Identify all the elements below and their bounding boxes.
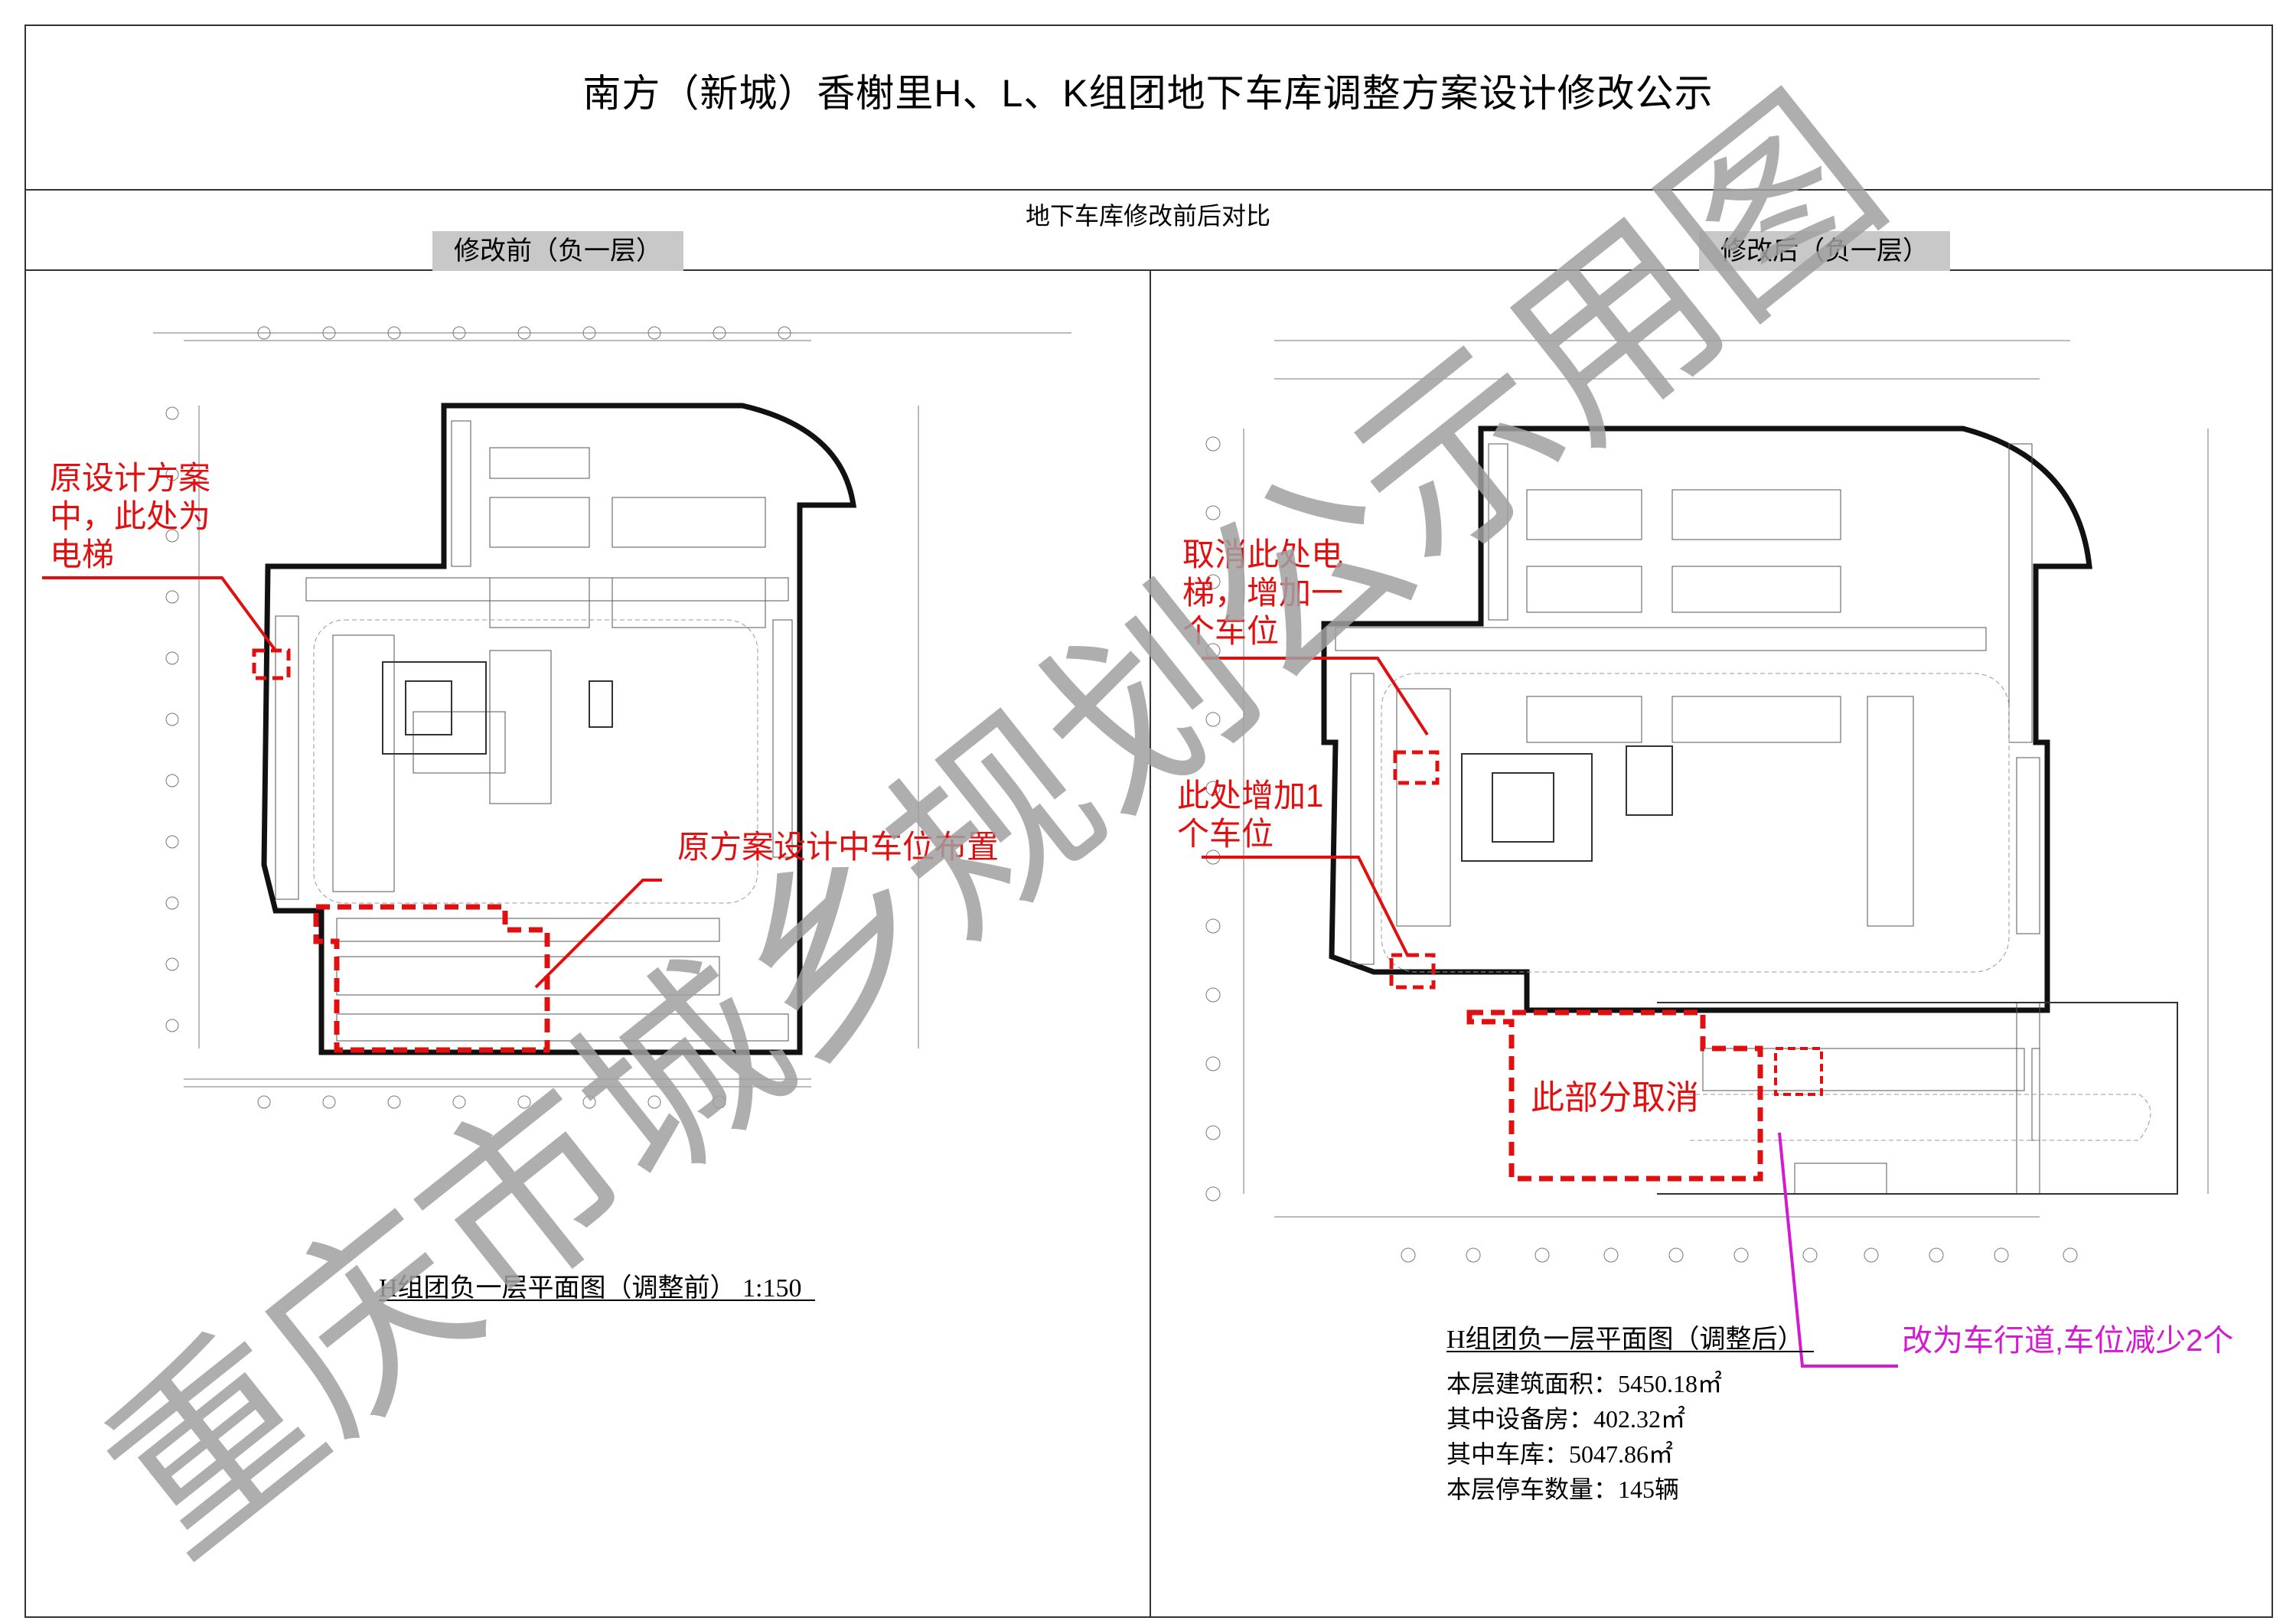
before-plan-caption: H组团负一层平面图（调整前） 1:150 [379,1274,802,1303]
note-line: 个车位 [1182,613,1280,649]
before-panel-label: 修改前（负一层） [432,231,683,271]
equipment-room-stat: 其中设备房：402.32㎡ [1446,1405,1686,1433]
sheet-frame [24,24,2273,1618]
comparison-subtitle: 地下车库修改前后对比 [1025,202,1270,230]
parking-count-stat: 本层停车数量：145辆 [1446,1476,1680,1503]
before-parking-note: 原方案设计中车位布置 [677,829,1000,865]
page-title: 南方（新城）香榭里H、L、K组团地下车库调整方案设计修改公示 [582,72,1714,115]
after-add-space-note: 此处增加1 个车位 [1177,777,1323,853]
before-floor-plan [153,326,1071,1109]
after-cancel-note: 此部分取消 [1531,1079,1699,1117]
after-driveway-note: 改为车行道,车位减少2个 [1902,1324,2234,1358]
subtitle-divider [24,269,2273,271]
floor-area-stat: 本层建筑面积：5450.18㎡ [1446,1370,1723,1397]
note-line: 此处增加1 [1177,778,1324,814]
after-caption-underline [1446,1351,1814,1352]
panel-divider [1150,269,1151,1618]
after-plan-caption: H组团负一层平面图（调整后） [1446,1326,1804,1354]
before-caption-underline [379,1300,815,1301]
note-line: 中，此处为 [50,498,211,534]
after-panel-label: 修改后（负一层） [1699,231,1950,271]
note-line: 电梯 [50,536,115,572]
after-floor-plan [1205,340,2209,1263]
note-line: 取消此处电 [1182,536,1344,572]
note-line: 梯，增加一 [1182,575,1344,611]
note-line: 个车位 [1177,816,1274,852]
garage-area-stat: 其中车库：5047.86㎡ [1446,1440,1674,1468]
after-elevator-note: 取消此处电 梯，增加一 个车位 [1182,536,1343,651]
note-line: 原设计方案 [50,460,211,496]
title-divider [24,189,2273,191]
before-elevator-note: 原设计方案 中，此处为 电梯 [50,459,210,574]
